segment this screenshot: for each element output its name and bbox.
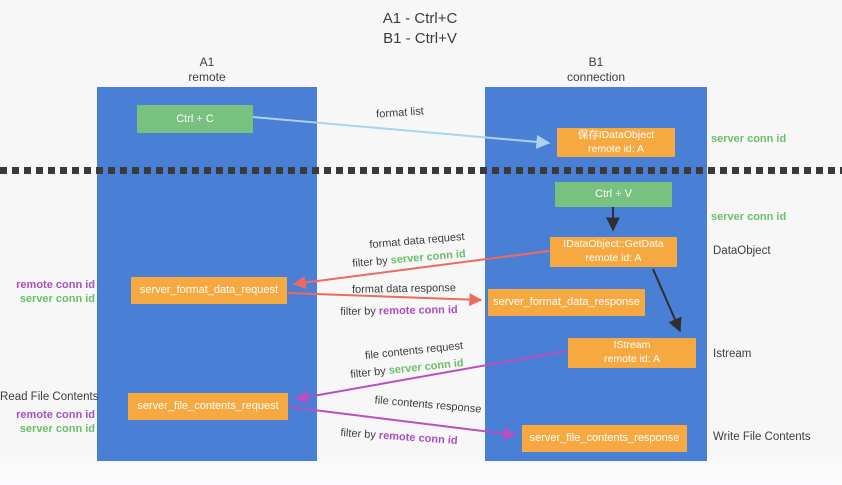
format-data-response-filter-label: filter by remote conn id [340,304,458,318]
format-data-response-label: format data response [351,282,457,296]
remote-conn-id-label-1: remote conn id [16,279,95,291]
istream-line2: remote id: A [603,353,661,365]
left-column-subtitle: remote [188,70,226,84]
write-file-contents-label: Write File Contents [713,431,811,443]
save-idataobject-line1: 保存IDataObject [577,128,655,141]
left-column-header: A1 remote [147,55,267,85]
diagram-title: A1 - Ctrl+C B1 - Ctrl+V [320,9,520,50]
server-conn-id-label-top-right: server conn id [711,133,787,145]
title-line-2: B1 - Ctrl+V [383,30,457,48]
ctrl-c-node: Ctrl + C [137,105,253,133]
server-conn-id-text: server conn id [388,357,465,377]
right-column-name: B1 [588,55,604,69]
server-conn-id-text: server conn id [390,248,467,267]
right-column-header: B1 connection [536,55,656,85]
server-format-data-request-node: server_format_data_request [131,277,287,304]
left-conn-id-block-2: remote conn id server conn id [0,408,95,437]
server-format-data-response-node: server_format_data_response [488,289,645,316]
istream-node: IStream remote id: A [568,338,696,368]
server-conn-id-label-2: server conn id [19,423,95,436]
filter-by-text: filter by [340,426,380,442]
title-line-1: A1 - Ctrl+C [382,10,458,27]
remote-conn-id-text: remote conn id [378,303,458,318]
save-idataobject-node: 保存IDataObject remote id: A [557,128,675,157]
read-file-contents-label: Read File Contents [0,391,99,403]
format-data-request-filter-label: filter by server conn id [352,248,466,270]
left-conn-id-block-1: remote conn id server conn id [0,278,95,307]
file-contents-response-label: file contents response [374,394,482,416]
remote-conn-id-text: remote conn id [378,429,458,448]
right-column-subtitle: connection [566,70,626,84]
istream-side-label: Istream [713,348,752,360]
server-conn-id-label-mid-right: server conn id [711,211,787,223]
server-file-contents-response-node: server_file_contents_response [522,425,687,452]
format-list-label: format list [375,105,425,121]
getdata-line2: remote id: A [585,252,642,264]
format-data-request-label: format data request [368,230,466,252]
save-idataobject-line2: remote id: A [587,142,645,155]
getdata-line1: IDataObject::GetData [563,238,664,251]
filter-by-text: filter by [351,254,392,270]
filter-by-text: filter by [349,364,390,381]
left-column-name: A1 [199,55,215,69]
phase-separator-dotted-line [0,167,842,174]
istream-line1: IStream [613,339,651,352]
remote-conn-id-label-2: remote conn id [16,409,95,421]
file-contents-response-filter-label: filter by remote conn id [340,427,458,447]
ctrl-v-node: Ctrl + V [555,182,672,207]
idataobject-getdata-node: IDataObject::GetData remote id: A [550,237,677,267]
filter-by-text: filter by [340,305,379,319]
server-conn-id-label-1: server conn id [19,293,95,306]
dataobject-label: DataObject [713,245,771,257]
server-file-contents-request-node: server_file_contents_request [128,393,288,420]
